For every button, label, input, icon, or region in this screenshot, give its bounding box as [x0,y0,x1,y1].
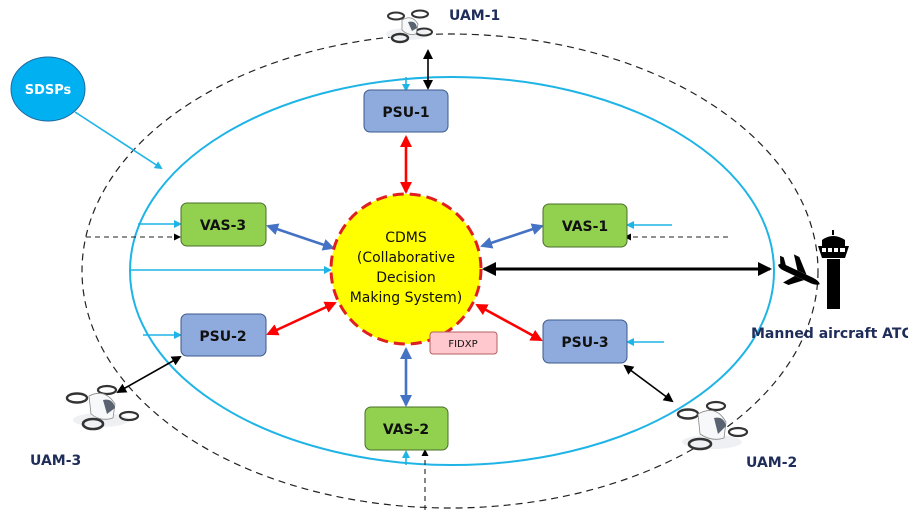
vas-1-label: VAS-1 [562,219,608,235]
fidxp-node[interactable]: FIDXP [429,331,498,355]
sdsp-to-ring-arrow [74,111,163,170]
uam-1-drone-icon[interactable] [386,9,433,44]
control-tower-icon [818,230,849,309]
vas-3-box[interactable]: VAS-3 [180,202,267,247]
outer-airspace-boundary [81,33,819,509]
psu-3-box[interactable]: PSU-3 [542,319,628,364]
sdsp-label: SDSPs [25,83,72,98]
vas3-cdms-link [266,223,335,251]
vas1-cdms-link [480,223,544,249]
sdsp-node[interactable]: SDSPs [10,56,86,122]
vas-2-box[interactable]: VAS-2 [364,406,449,451]
cdms-line-1: CDMS [385,230,427,246]
uam-2-label: UAM-2 [746,455,797,471]
cdms-node[interactable]: CDMS (Collaborative Decision Making Syst… [329,192,483,346]
psu2-cdms-link [266,301,337,336]
psu-3-label: PSU-3 [561,335,608,351]
cdms-line-3: Decision [376,270,436,286]
uam2-psu3-link [623,364,674,403]
cdms-line-2: (Collaborative [357,250,455,266]
psu-1-label: PSU-1 [382,105,429,121]
inner-network-ring [129,76,775,466]
fidxp-label: FIDXP [448,339,477,350]
psu-1-box[interactable]: PSU-1 [363,89,449,133]
vas-3-label: VAS-3 [200,218,246,234]
vas-2-label: VAS-2 [383,422,429,438]
psu3-cdms-link [475,303,543,342]
uam-1-label: UAM-1 [449,8,500,24]
airplane-icon [778,254,820,285]
uam-2-drone-icon[interactable] [676,400,749,451]
vas-1-box[interactable]: VAS-1 [542,203,628,248]
cdms-line-4: Making System) [350,290,463,306]
psu-2-box[interactable]: PSU-2 [180,313,267,357]
atc-label: Manned aircraft ATC [751,326,908,342]
uam3-psu2-link [116,356,182,393]
uam-3-drone-icon[interactable] [65,384,140,431]
psu-2-label: PSU-2 [199,329,246,345]
uam-3-label: UAM-3 [30,453,81,469]
